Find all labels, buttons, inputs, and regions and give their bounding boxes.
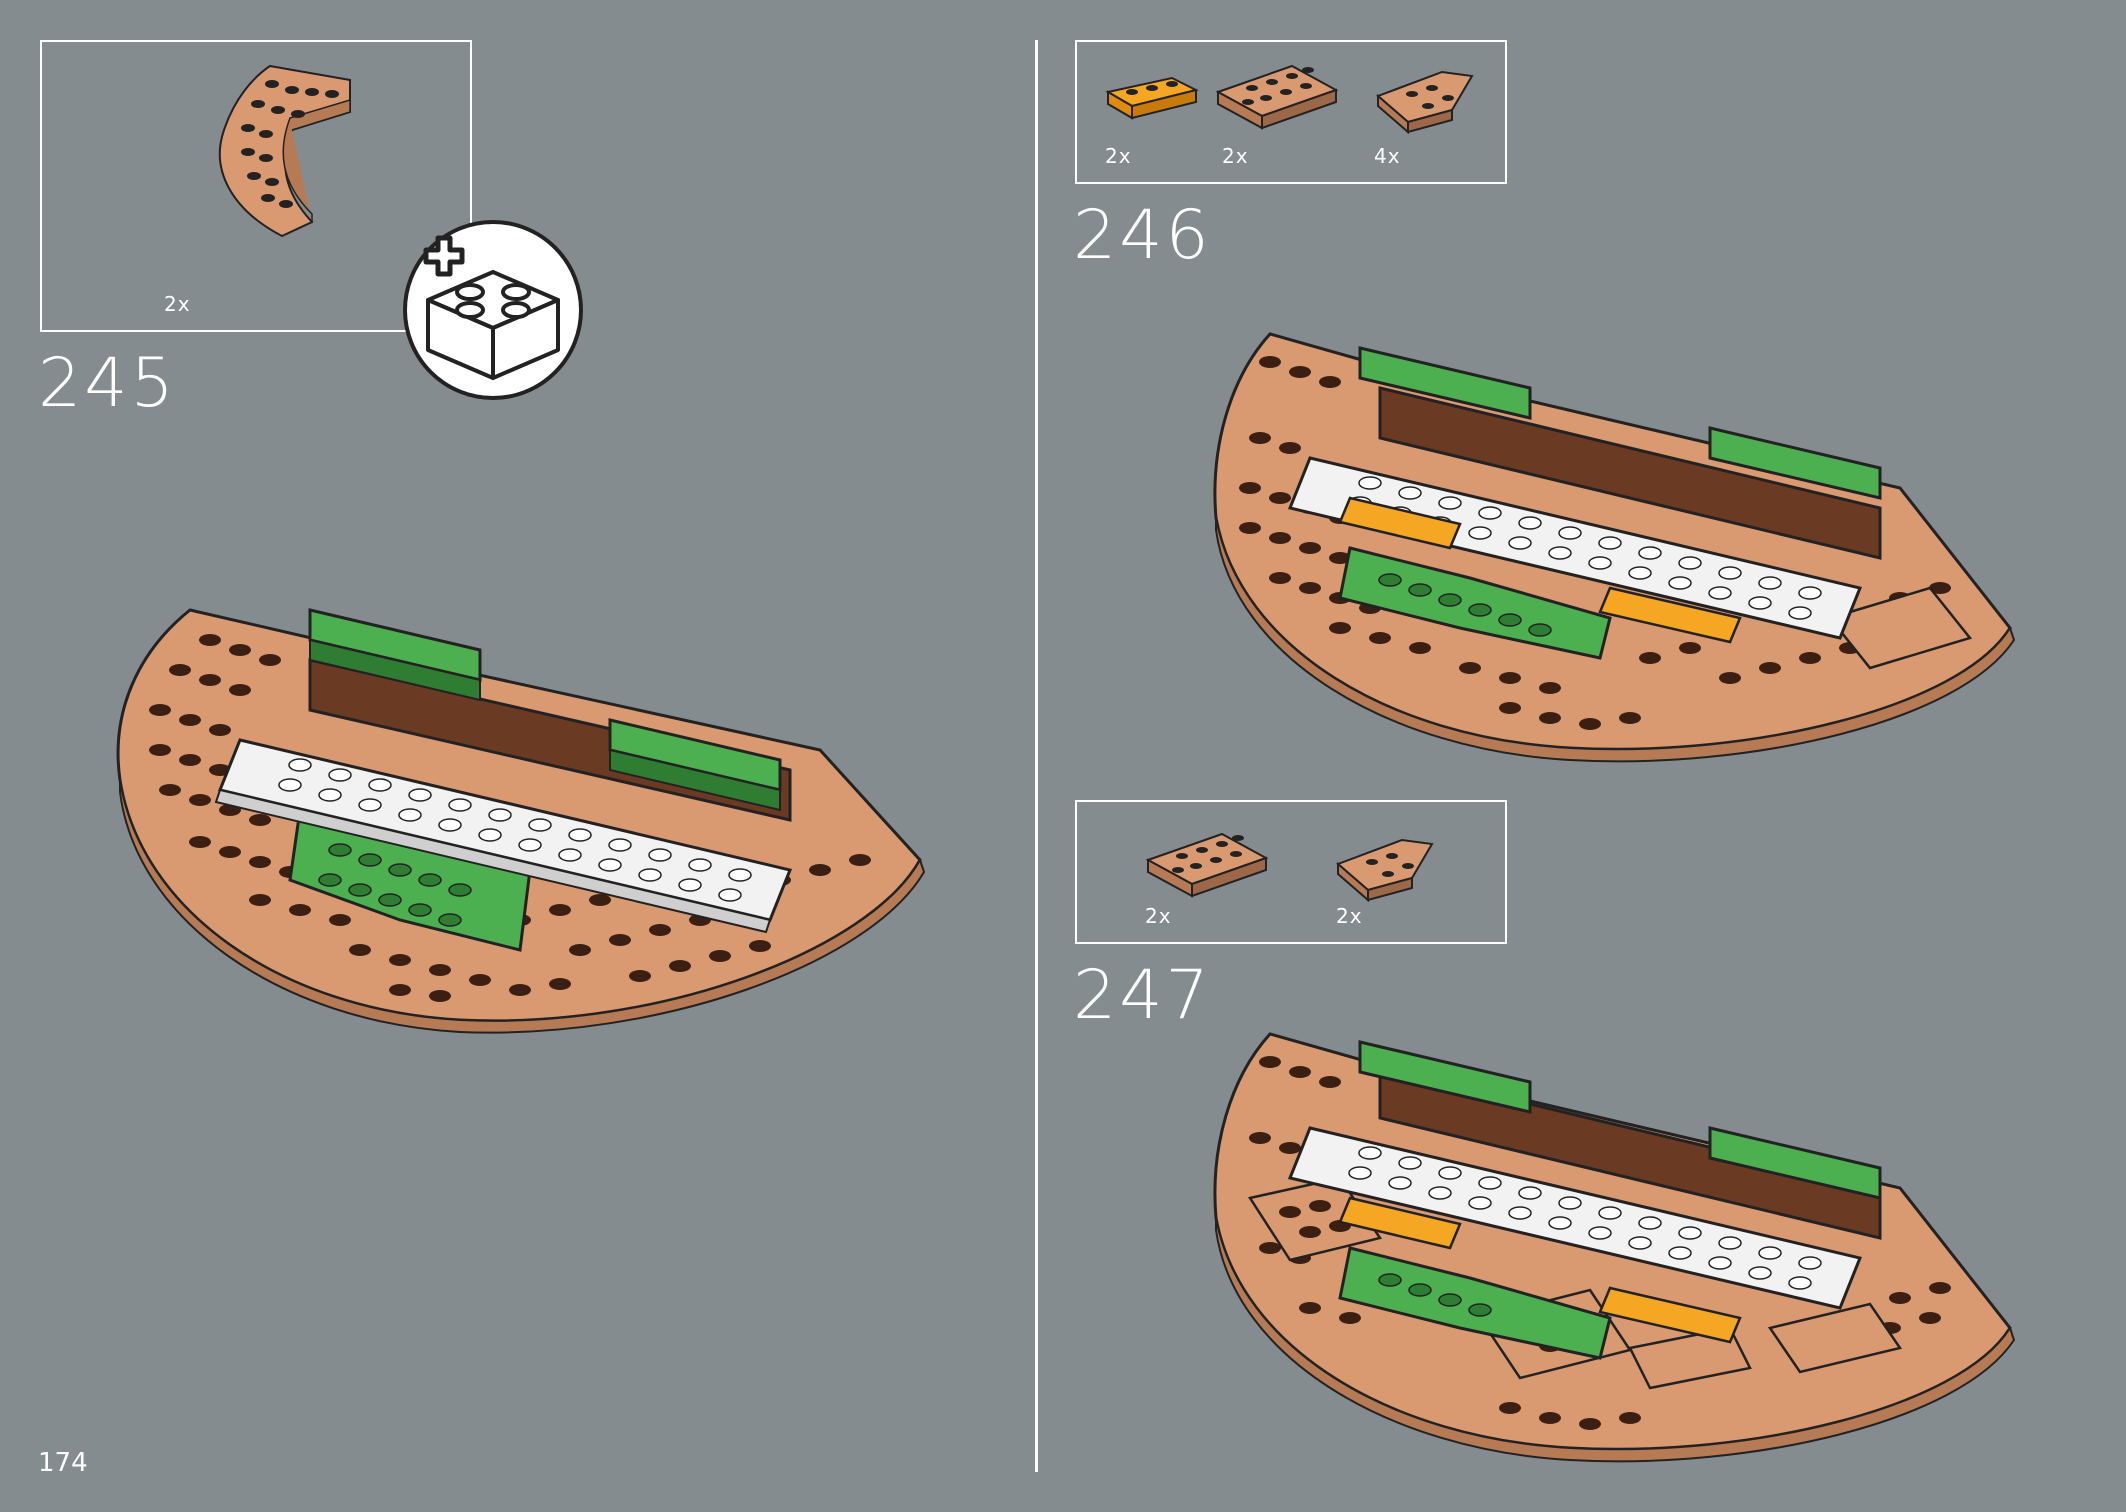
step-number-247: 247 xyxy=(1073,956,1212,1035)
parts-callout-step-245: 2x xyxy=(40,40,472,332)
part-quantity: 2x xyxy=(1145,904,1172,928)
parts-callout-step-247: 2x 2x xyxy=(1075,800,1507,944)
parts-callout-step-246: 2x 2x 4x xyxy=(1075,40,1507,184)
part-quantity: 2x xyxy=(1105,144,1132,168)
part-quantity: 4x xyxy=(1374,144,1401,168)
build-model-step-246 xyxy=(1213,332,2016,763)
tan-wedge-plate-icon xyxy=(1336,838,1434,903)
step-number-246: 246 xyxy=(1073,196,1212,275)
build-model-step-245 xyxy=(116,608,926,1034)
tan-wedge-plate-icon xyxy=(1376,70,1474,135)
tan-plate-2x4-icon xyxy=(1215,64,1339,130)
build-model-step-247 xyxy=(1213,1032,2016,1463)
part-quantity: 2x xyxy=(1336,904,1363,928)
part-quantity: 2x xyxy=(164,292,191,316)
orange-plate-1x3-icon xyxy=(1105,76,1199,120)
add-new-brick-icon xyxy=(403,220,583,400)
tan-quarter-round-plate-icon xyxy=(218,64,351,238)
page-number: 174 xyxy=(38,1448,88,1478)
part-quantity: 2x xyxy=(1222,144,1249,168)
page-divider xyxy=(1035,40,1038,1472)
tan-plate-2x4-icon xyxy=(1145,832,1269,898)
step-number-245: 245 xyxy=(38,344,177,423)
